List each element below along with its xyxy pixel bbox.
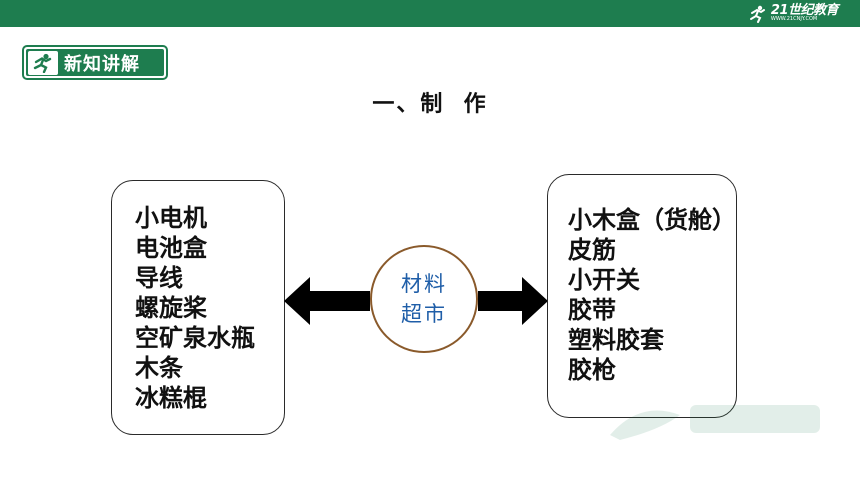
arrow-right-icon	[478, 277, 548, 325]
brand-name: 21世纪教育	[770, 2, 839, 18]
market-label-line1: 材料	[401, 272, 447, 296]
slide-title: 一、制 作	[372, 92, 488, 117]
material-item: 导线	[135, 264, 183, 292]
material-item: 冰糕棍	[135, 384, 207, 412]
arrow-left-icon	[284, 277, 370, 325]
material-item: 木条	[135, 354, 183, 382]
material-item: 胶枪	[568, 356, 616, 384]
material-item: 空矿泉水瓶	[135, 324, 255, 352]
section-badge-label: 新知讲解	[64, 53, 140, 75]
material-market-circle: 材料 超市	[370, 245, 478, 353]
material-item: 塑料胶套	[568, 326, 664, 354]
material-item: 胶带	[568, 296, 616, 324]
market-label-line2: 超市	[401, 302, 447, 326]
top-header-bar: 21世纪教育 WWW.21CNJY.COM	[0, 0, 860, 27]
material-item: 电池盒	[135, 234, 207, 262]
brand-url: WWW.21CNJY.COM	[770, 15, 818, 22]
watermark-logo	[600, 390, 830, 459]
brand-logo: 21世纪教育 WWW.21CNJY.COM	[748, 2, 839, 24]
right-materials-box: 小木盒（货舱）皮筋小开关胶带塑料胶套胶枪	[547, 174, 737, 418]
material-item: 小电机	[135, 204, 207, 232]
material-item: 螺旋桨	[135, 294, 207, 322]
material-item: 皮筋	[568, 236, 616, 264]
material-item: 小开关	[568, 266, 640, 294]
runner-icon	[28, 50, 58, 75]
section-badge: 新知讲解	[22, 45, 168, 80]
runner-logo-icon	[749, 5, 765, 23]
left-materials-box: 小电机电池盒导线螺旋桨空矿泉水瓶木条冰糕棍	[111, 180, 285, 435]
material-item: 小木盒（货舱）	[568, 206, 736, 234]
